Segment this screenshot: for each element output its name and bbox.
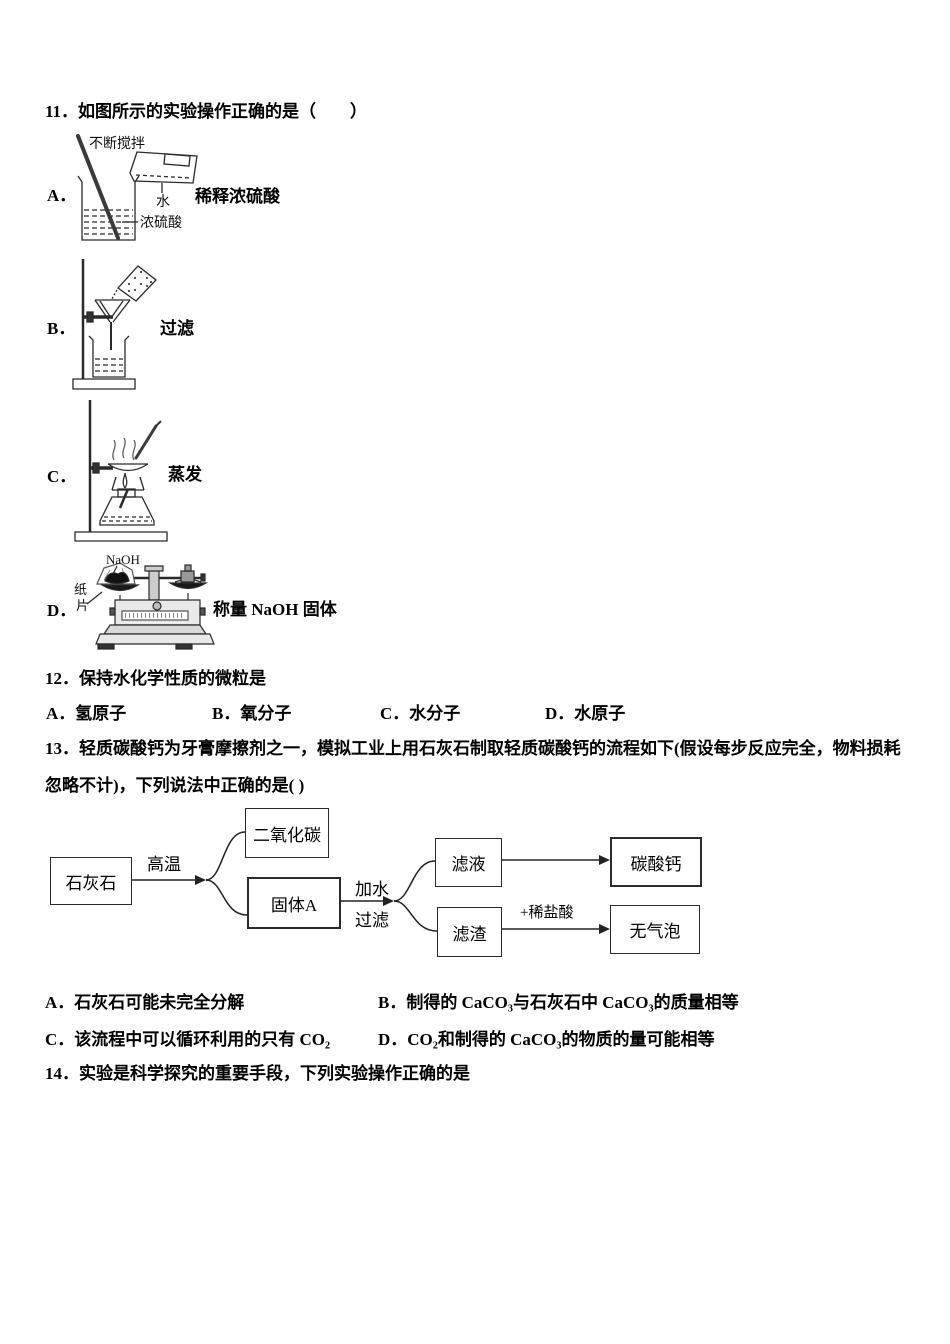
q12-option-a: A．氢原子 [46,704,127,723]
flow-label-add-water: 加水 [355,880,389,899]
water-label: 水 [156,194,170,210]
q11-option-d-label: D． [47,601,77,620]
q11-option-c-label: C． [47,467,77,486]
left-pan [102,585,138,591]
flow-box-caco3: 碳酸钙 [610,837,702,887]
balance-pillar [149,570,159,600]
paper-label-1: 纸 [74,582,87,597]
stir-label: 不断搅拌 [89,136,145,152]
flow-box-limestone: 石灰石 [50,857,132,905]
filtration-apparatus-figure [63,256,193,392]
dilution-apparatus-figure: 不断搅拌 水 浓硫酸 [64,128,229,243]
steam-wisps [113,438,135,460]
q13-option-b: B．制得的 CaCO₃与石灰石中 CaCO₃的质量相等 [378,993,739,1012]
water-container [130,152,197,183]
alcohol-lamp [100,489,154,525]
q13-title-line2: 忽略不计)，下列说法中正确的是( ) [45,776,305,795]
q11-option-d-caption: 称量 NaOH 固体 [213,600,337,619]
stand-base [75,532,167,541]
flow-box-co2: 二氧化碳 [245,808,329,858]
pouring-beaker [118,266,156,301]
q11-option-b-label: B． [47,319,76,338]
flow-label-filter: 过滤 [355,911,389,930]
flow-box-no-bubble: 无气泡 [610,905,700,954]
flow-box-residue: 滤渣 [437,907,502,957]
flow-box-solid-a: 固体A [247,877,341,929]
q13-option-c: C．该流程中可以循环利用的只有 CO₂ [45,1030,331,1049]
q11-option-c-caption: 蒸发 [168,465,202,484]
dish-support [112,477,144,490]
evaporation-apparatus-figure [68,396,183,543]
process-flowchart: 石灰石 二氧化碳 固体A 滤液 滤渣 碳酸钙 无气泡 高温 加水 过滤 +稀盐酸 [40,795,730,975]
flow-label-dilute-hcl: +稀盐酸 [520,905,574,921]
q13-option-d: D．CO₂和制得的 CaCO₃的物质的量可能相等 [378,1030,715,1049]
paper-label-2: 片 [76,598,89,613]
q12-title: 12．保持水化学性质的微粒是 [45,669,266,688]
acid-label: 浓硫酸 [140,215,182,231]
flow-box-filtrate: 滤液 [435,838,502,887]
stand-base [73,379,135,389]
flow-label-high-temp: 高温 [147,855,181,874]
q11-option-b-caption: 过滤 [160,319,194,338]
q14-title: 14．实验是科学探究的重要手段，下列实验操作正确的是 [45,1064,470,1083]
balance-figure: NaOH 纸 片 [74,552,220,658]
q13-option-a: A．石灰石可能未完全分解 [45,993,245,1012]
q12-option-c: C．水分子 [380,704,461,723]
flowchart-arrows [130,831,610,934]
naoh-pile [105,573,129,584]
balance-base [104,625,206,634]
evaporating-dish [108,464,148,471]
glass-rod [78,136,118,238]
q11-title: 11．如图所示的实验操作正确的是（ ） [45,102,368,121]
receiving-beaker [89,336,129,377]
funnel [95,300,130,350]
q12-option-d: D．水原子 [545,704,626,723]
beaker-outline [78,176,139,240]
weight [181,571,194,582]
graduated-scale [122,611,188,620]
right-pan [170,583,206,589]
suspension-dots [127,270,153,293]
adjustment-knob [153,602,161,610]
naoh-label: NaOH [106,552,140,567]
q12-option-b: B．氧分子 [212,704,292,723]
glass-rod [136,426,156,458]
flame [123,473,127,488]
q11-option-a-label: A． [47,186,77,205]
q11-option-a-caption: 稀释浓硫酸 [195,187,280,206]
arrowheads [195,855,610,934]
q13-title-line1: 13．轻质碳酸钙为牙膏摩擦剂之一，模拟工业上用石灰石制取轻质碳酸钙的流程如下(假… [45,739,901,758]
